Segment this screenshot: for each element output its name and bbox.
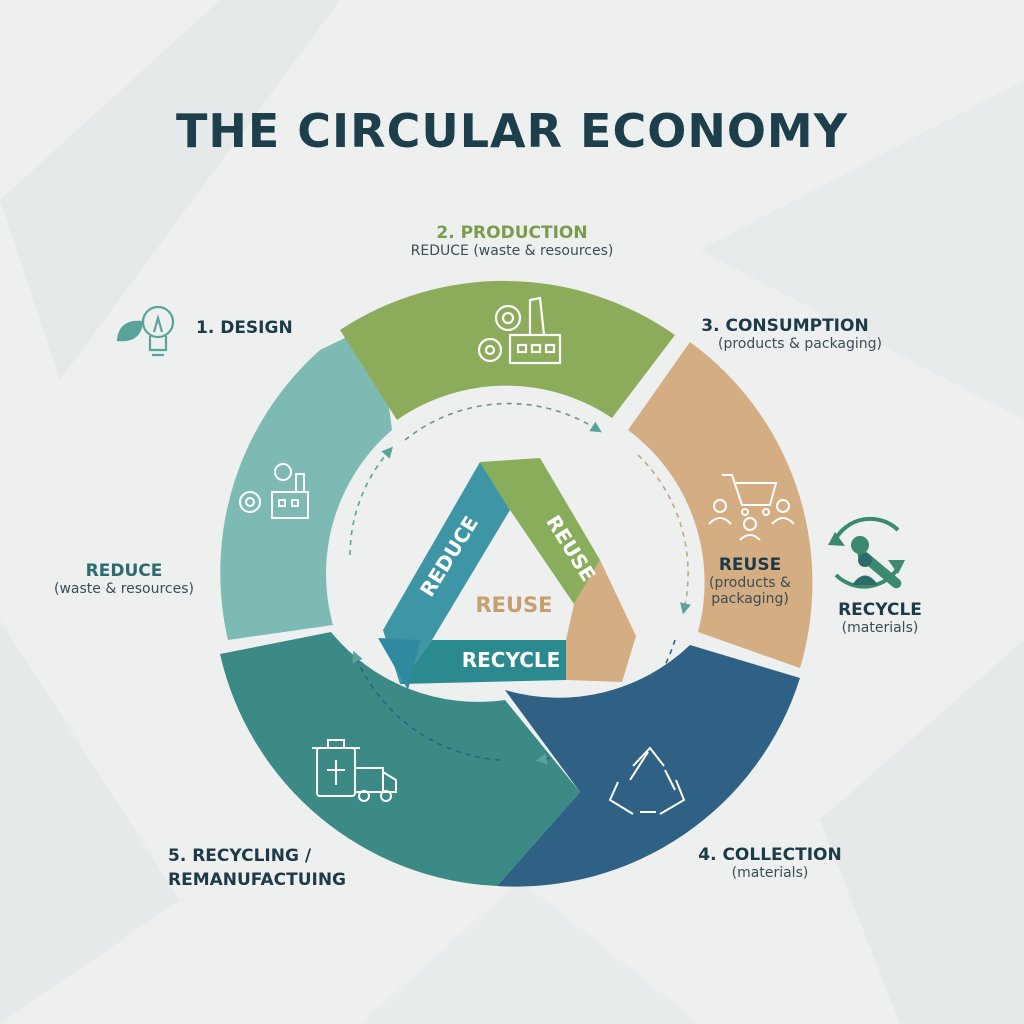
collection-sub: (materials) <box>731 865 809 881</box>
consumption-label: 3. CONSUMPTION (products & packaging) <box>680 316 890 352</box>
consumption-sub: (products & packaging) <box>717 336 883 352</box>
production-heading: 2. PRODUCTION <box>436 223 588 243</box>
recycling-label: 5. RECYCLING / REMANUFACTUING <box>168 846 346 890</box>
production-segment <box>340 280 675 420</box>
dashed-arrow-right <box>637 454 691 615</box>
collection-heading: 4. COLLECTION <box>698 845 842 865</box>
dashed-arrow-left <box>352 650 501 761</box>
recycle-side-label: RECYCLE (materials) <box>820 600 940 636</box>
triangle-bottom-arrowhead <box>378 638 420 690</box>
reduce-side-label: REDUCE (waste & resources) <box>46 561 202 597</box>
dashed-arrow-upleft <box>349 446 393 556</box>
recycle-side-heading: RECYCLE <box>838 600 922 620</box>
wrench-person-icon <box>828 516 905 589</box>
production-label: 2. PRODUCTION REDUCE (waste & resources) <box>380 223 644 259</box>
consumption-reuse-sub-1: (products & <box>709 575 791 591</box>
consumption-reuse-label: REUSE (products & packaging) <box>690 555 810 607</box>
triangle-right-arm <box>566 560 636 682</box>
triangle-recycle-label: RECYCLE <box>462 648 561 672</box>
dashed-arrow-top <box>404 402 602 441</box>
page-title: THE CIRCULAR ECONOMY <box>175 104 849 158</box>
recycle-arrows-icon <box>608 746 686 815</box>
collection-segment <box>497 645 800 887</box>
design-heading: 1. DESIGN <box>196 318 293 338</box>
reduce-side-sub: (waste & resources) <box>53 581 194 597</box>
recycling-segment <box>220 632 580 886</box>
consumption-reuse-sub-2: packaging) <box>711 591 789 607</box>
consumption-heading: 3. CONSUMPTION <box>701 316 869 336</box>
triangle-top-cap <box>480 458 600 604</box>
triangle-left-arm <box>383 462 510 684</box>
production-sub: REDUCE (waste & resources) <box>410 243 614 259</box>
reduce-side-heading: REDUCE <box>85 561 163 581</box>
dashed-arrow-bottom <box>535 639 676 765</box>
collection-label: 4. COLLECTION (materials) <box>680 845 860 881</box>
consumption-reuse-heading: REUSE <box>718 555 782 575</box>
lightbulb-leaf-icon <box>116 305 175 357</box>
gears-factory-icon <box>239 463 309 519</box>
recycling-heading-2: REMANUFACTUING <box>168 870 347 890</box>
recycle-side-sub: (materials) <box>841 620 919 636</box>
reduce-reuse-recycle-triangle <box>378 458 636 690</box>
recycling-heading-1: 5. RECYCLING / <box>168 846 312 866</box>
shopping-cart-people-icon <box>708 474 795 541</box>
design-segment <box>220 322 392 640</box>
triangle-center-reuse: REUSE <box>475 593 552 617</box>
design-label: 1. DESIGN <box>196 318 293 338</box>
production-gears-factory-icon <box>477 296 562 365</box>
bin-truck-icon <box>312 739 397 802</box>
consumption-segment <box>628 342 813 668</box>
triangle-bottom-bar <box>400 640 566 684</box>
